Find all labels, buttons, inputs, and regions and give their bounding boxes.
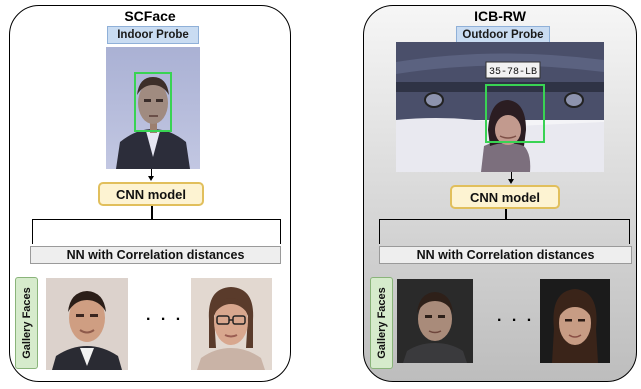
gallery-faces-text: Gallery Faces (375, 287, 388, 359)
gallery-faces-label: Gallery Faces (15, 277, 38, 369)
bracket (379, 219, 630, 244)
bracket (32, 219, 281, 244)
license-plate-text: 35-78-LB (489, 67, 537, 78)
face-bounding-box (134, 72, 172, 132)
face-bounding-box (485, 84, 545, 143)
ellipsis: . . . (497, 308, 535, 325)
arrow-head (508, 179, 514, 184)
connector (151, 206, 153, 219)
gallery-faces-text: Gallery Faces (20, 287, 33, 359)
cnn-model-box: CNN model (98, 182, 204, 206)
icb-rw-panel: ICB-RW Outdoor Probe 35-78-LB CNN model … (363, 5, 637, 382)
probe-image: 35-78-LB (396, 42, 604, 172)
gallery-faces-label: Gallery Faces (370, 277, 393, 369)
probe-image (106, 47, 200, 169)
panel-title: ICB-RW (474, 8, 526, 24)
gallery-face (191, 278, 272, 370)
panel-title: SCFace (124, 8, 176, 24)
gallery-face (46, 278, 128, 370)
nn-correlation-box: NN with Correlation distances (30, 246, 281, 264)
nn-correlation-box: NN with Correlation distances (379, 246, 632, 264)
probe-label: Indoor Probe (107, 26, 199, 44)
scface-panel: SCFace Indoor Probe CNN model NN with Co… (9, 5, 291, 382)
connector (505, 209, 507, 219)
gallery-face (397, 279, 473, 363)
arrow (151, 169, 152, 177)
arrow (511, 172, 512, 180)
ellipsis: . . . (146, 307, 184, 324)
cnn-model-box: CNN model (450, 185, 560, 209)
arrow-head (148, 176, 154, 181)
gallery-face (540, 279, 610, 363)
